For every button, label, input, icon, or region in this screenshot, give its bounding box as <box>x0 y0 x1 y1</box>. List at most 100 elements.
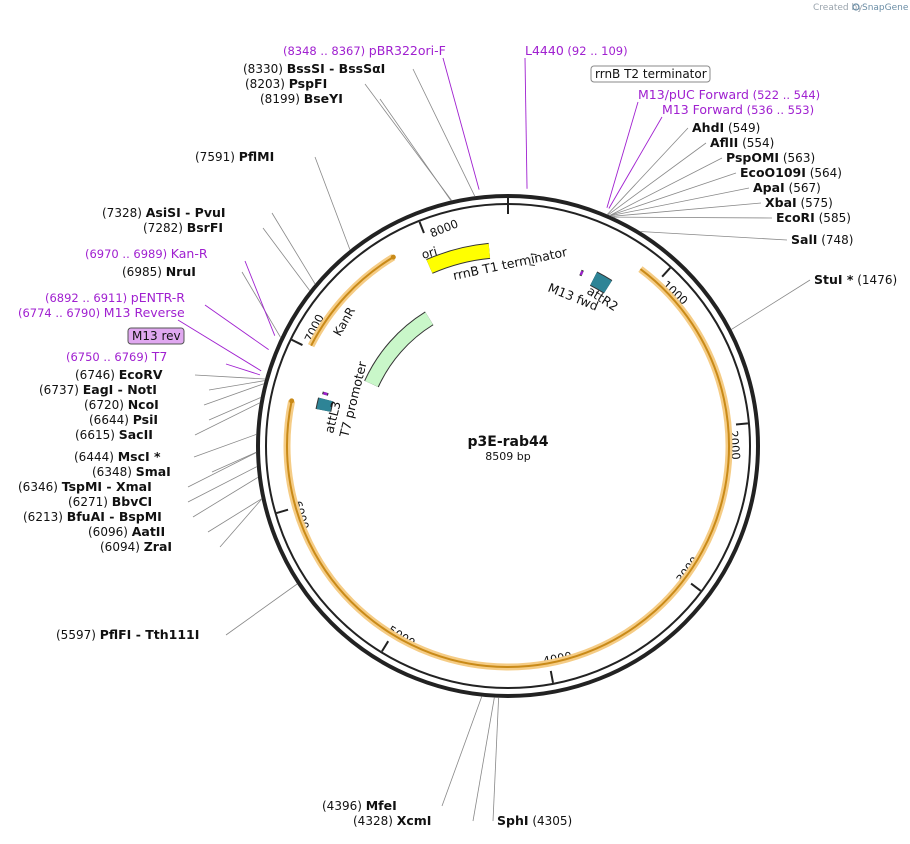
primer-label: L4440 (92 .. 109) <box>525 43 628 58</box>
feature-arrow <box>316 397 333 412</box>
site-position: (549) <box>724 121 760 135</box>
restriction-site: XbaI (575) <box>765 195 833 210</box>
site-position: (6444) <box>74 450 118 464</box>
restriction-site: (4396) MfeI <box>322 798 397 813</box>
site-name: ZraI <box>144 539 172 554</box>
site-leader-line <box>610 187 750 217</box>
site-name: BseYI <box>304 91 343 106</box>
orf-arc <box>286 268 730 668</box>
site-name: MfeI <box>366 798 397 813</box>
m13-rev-box <box>127 327 185 345</box>
credit-text: Created by <box>813 3 863 13</box>
tick-mark <box>661 267 671 278</box>
site-position: (567) <box>785 181 821 195</box>
primer-label: (6892 .. 6911) pENTR-R <box>45 290 185 305</box>
rrnb-t2-box <box>590 65 711 83</box>
site-leader-line <box>608 142 707 216</box>
tick-mark <box>291 338 303 346</box>
feature-arrow <box>323 391 328 396</box>
primer-name: M13 Forward <box>662 102 743 117</box>
restriction-site: (6720) NcoI <box>84 397 159 412</box>
site-position: (6720) <box>84 398 128 412</box>
restriction-site-labels: (8330) BssSI - BssSαI(8203) PspFI(8199) … <box>18 61 897 828</box>
site-label: (8199) BseYI <box>260 91 343 106</box>
restriction-site: (6746) EcoRV <box>75 367 163 382</box>
feature-arrow <box>590 272 612 293</box>
site-name: BssSI <box>287 61 325 76</box>
site-label: EcoRI (585) <box>776 210 851 225</box>
restriction-site: (6615) SacII <box>75 427 153 442</box>
site-leader-line <box>219 498 262 548</box>
site-position: (6644) <box>89 413 133 427</box>
primer-label: (8348 .. 8367) pBR322ori-F <box>283 43 446 58</box>
site-label: AflII (554) <box>710 135 774 150</box>
orf-arrow-tip <box>390 254 396 260</box>
tick-mark <box>549 670 555 683</box>
site-leader-line <box>613 216 773 219</box>
site-position: (563) <box>779 151 815 165</box>
restriction-site: EcoO109I (564) <box>740 165 842 180</box>
primer-leader-line <box>442 57 480 190</box>
site-label: (6346) TspMI - XmaI <box>18 479 152 494</box>
restriction-site: AhdI (549) <box>692 120 760 135</box>
site-position: (6271) <box>68 495 112 509</box>
site-name: TspMI <box>62 479 102 494</box>
primer-name: M13 Reverse <box>104 305 185 320</box>
restriction-site: ApaI (567) <box>753 180 821 195</box>
tick-mark <box>735 422 749 426</box>
site-position: (6348) <box>92 465 136 479</box>
site-leader-line <box>607 127 689 215</box>
site-name: PflMI <box>239 149 275 164</box>
site-name: PspOMI <box>726 150 779 165</box>
tick-mark <box>418 221 425 234</box>
site-name: XbaI <box>765 195 797 210</box>
primer-label: (6774 .. 6790) M13 Reverse <box>18 305 185 320</box>
site-label: (6615) SacII <box>75 427 153 442</box>
site-leader-line <box>412 68 476 197</box>
restriction-site: (8199) BseYI <box>260 91 343 106</box>
site-label: (4396) MfeI <box>322 798 397 813</box>
site-label: (8203) PspFI <box>245 76 327 91</box>
site-label: PspOMI (563) <box>726 150 815 165</box>
feature-arrow <box>529 254 537 265</box>
site-name: AflII <box>710 135 738 150</box>
tick-mark <box>381 640 390 652</box>
site-label: (7591) PflMI <box>195 149 274 164</box>
site-position: (6746) <box>75 368 119 382</box>
primer-range: (6774 .. 6790) <box>18 306 104 320</box>
site-name-2: - Tth111I <box>131 627 199 642</box>
site-label: (6271) BbvCI <box>68 494 152 509</box>
primer-leader-line <box>177 319 262 372</box>
site-position: (6737) <box>39 383 83 397</box>
site-label: (6720) NcoI <box>84 397 159 412</box>
site-name: SphI <box>497 813 529 828</box>
site-name-2: - NotI <box>113 382 157 397</box>
m13-rev-label: M13 rev <box>132 329 181 343</box>
primer-name: T7 <box>151 349 168 364</box>
restriction-site: (4328) XcmI <box>353 813 431 828</box>
orf-arc <box>310 256 394 347</box>
site-label: AhdI (549) <box>692 120 760 135</box>
primer-leader-line <box>225 363 261 376</box>
site-label: ApaI (567) <box>753 180 821 195</box>
restriction-site: (6271) BbvCI <box>68 494 152 509</box>
site-leader-line <box>472 697 495 822</box>
primer-range: (6970 .. 6989) <box>85 247 171 261</box>
site-leader-line <box>640 231 788 241</box>
site-label: (6444) MscI * <box>74 449 161 464</box>
tick-mark <box>690 582 702 592</box>
feature-arrow <box>426 243 491 273</box>
primer-label: M13 Forward (536 .. 553) <box>662 102 814 117</box>
primer-leader-line <box>524 57 528 189</box>
site-name: BfuAI <box>67 509 105 524</box>
site-position: (6985) <box>122 265 166 279</box>
site-label: (5597) PflFI - Tth111I <box>56 627 199 642</box>
primer-name: M13/pUC Forward <box>638 87 749 102</box>
restriction-site: (7328) AsiSI - PvuI <box>102 205 226 220</box>
restriction-site: (7282) BsrFI <box>143 220 223 235</box>
feature-arrow <box>579 270 584 276</box>
site-name: ApaI <box>753 180 785 195</box>
restriction-site: (6094) ZraI <box>100 539 172 554</box>
site-position: (4305) <box>529 814 573 828</box>
site-name: AhdI <box>692 120 724 135</box>
